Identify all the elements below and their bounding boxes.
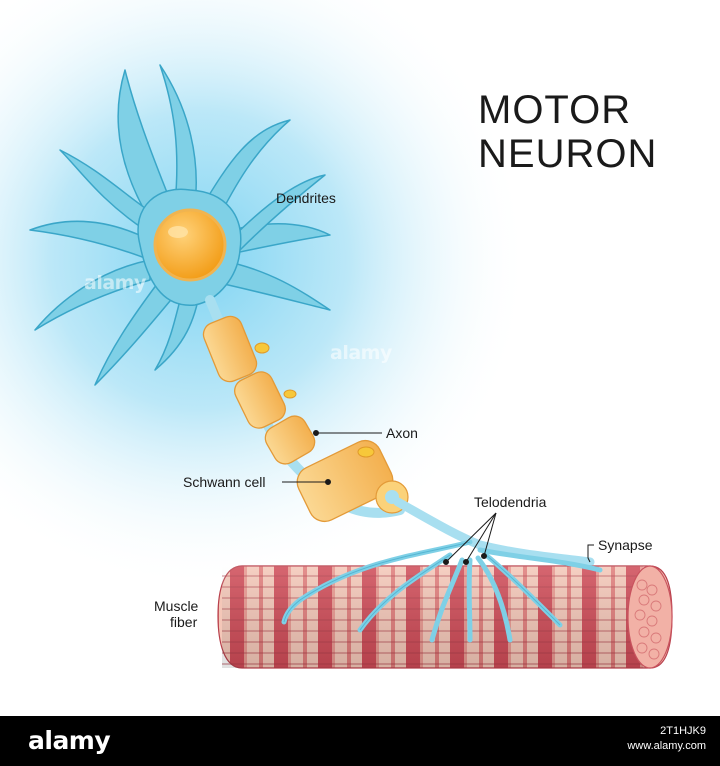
label-dendrites: Dendrites <box>276 190 336 206</box>
schwann-nuclei <box>254 342 375 458</box>
label-telodendria: Telodendria <box>474 494 547 510</box>
label-muscle-fiber: Muscle fiber <box>154 598 198 630</box>
muscle-fiber-end <box>627 565 673 669</box>
neuron-illustration <box>0 0 673 669</box>
label-synapse: Synapse <box>598 537 653 553</box>
watermark-bar <box>0 716 720 766</box>
site-url: www.alamy.com <box>627 740 706 752</box>
label-schwann-cell: Schwann cell <box>183 474 266 490</box>
title-line-2: NEURON <box>478 132 658 176</box>
diagram-title: MOTOR NEURON <box>478 88 657 176</box>
telodendria-outline <box>283 541 561 631</box>
label-muscle-fiber-line-2: fiber <box>170 614 198 630</box>
alamy-logo: alamy <box>28 726 111 755</box>
label-axon: Axon <box>386 425 418 441</box>
title-line-1: MOTOR <box>478 88 632 132</box>
myelin-sheath <box>202 315 394 523</box>
watermark-brand-1: alamy <box>84 272 146 294</box>
label-muscle-fiber-line-1: Muscle <box>154 598 199 614</box>
image-id: 2T1HJK9 <box>660 725 706 737</box>
image-id-block: 2T1HJK9 www.alamy.com <box>627 724 706 754</box>
watermark-brand-2: alamy <box>330 342 392 364</box>
leader-lines <box>282 430 594 565</box>
nucleus <box>153 208 227 282</box>
dendrites <box>29 64 331 386</box>
